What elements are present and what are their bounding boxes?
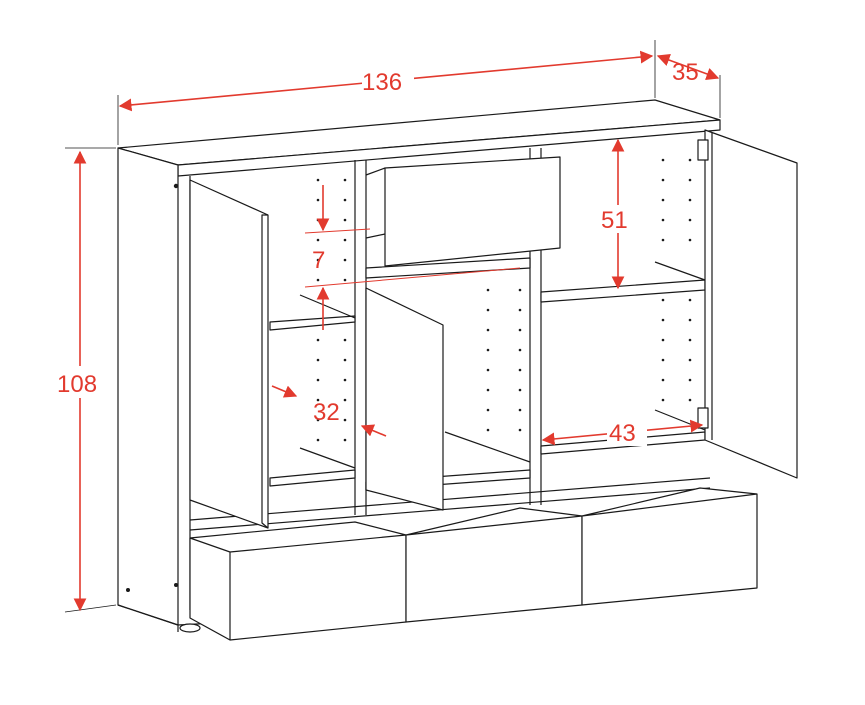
side-depth-label: 32: [313, 399, 340, 426]
top-gap-label: 51: [601, 207, 628, 234]
drawer-left: [189, 521, 407, 641]
middle-door: [365, 287, 444, 511]
top-flap: [384, 156, 561, 267]
shelf-middle-upper: [365, 257, 531, 279]
drawer-middle: [405, 507, 583, 623]
hinge-top: [697, 139, 709, 161]
height-label: 108: [57, 371, 97, 398]
small-gap-label: 7: [312, 247, 325, 274]
depth-label: 35: [672, 59, 699, 86]
depth-dimension-line: [656, 53, 720, 81]
divider-left: [354, 160, 367, 515]
shelf-holes: [316, 158, 692, 442]
shelf-left-upper: [269, 294, 356, 331]
width-label: 136: [362, 69, 402, 96]
inner-width-label: 43: [609, 420, 636, 447]
right-door: [704, 129, 798, 479]
dimension-labels: 136 35 108 51 7 32 43: [55, 59, 699, 447]
shelf-right-upper: [540, 261, 706, 303]
left-door: [189, 179, 269, 529]
drawer-right: [581, 487, 758, 606]
left-side-panel: [117, 147, 179, 626]
shelf-left-lower: [269, 447, 356, 487]
cabinet: [117, 99, 798, 641]
